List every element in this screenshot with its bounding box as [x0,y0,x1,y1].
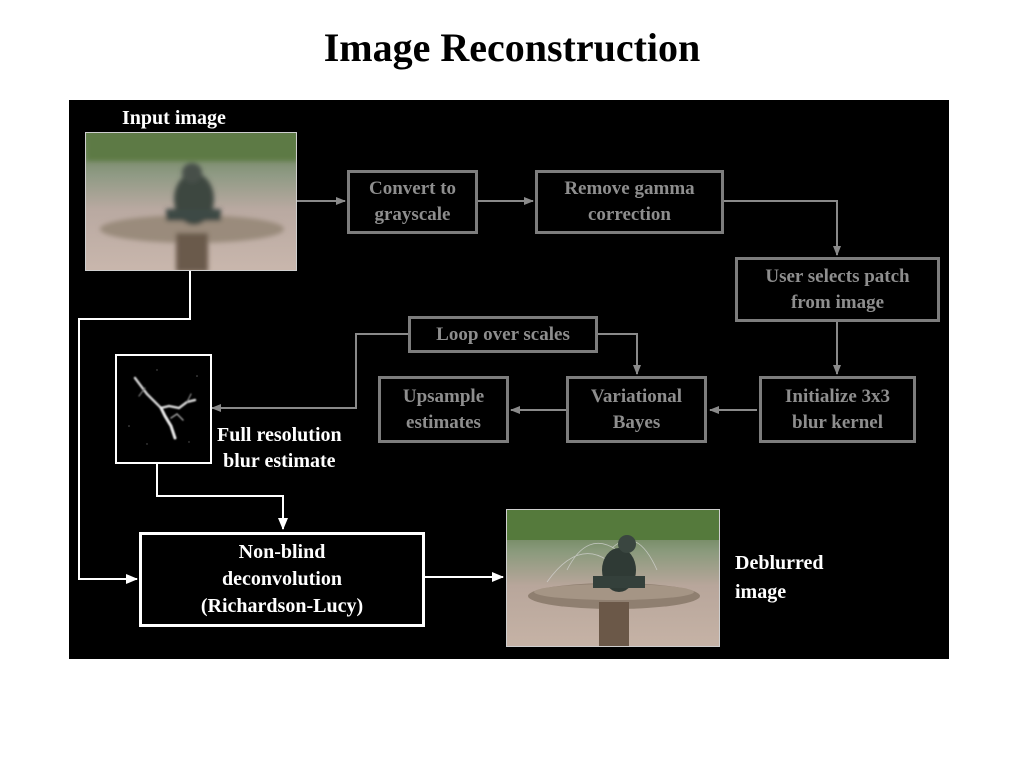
step-initialize-kernel: Initialize 3x3 blur kernel [759,376,916,443]
slide-title: Image Reconstruction [323,25,701,70]
arrow-input-to-deconv [78,271,191,584]
step-select-patch: User selects patch from image [735,257,940,322]
diagram-panel: Input image Convert [69,100,949,659]
arrow-gamma-to-patch [724,200,841,256]
step-convert-grayscale: Convert to grayscale [347,170,478,234]
deblurred-fountain-photo [507,510,719,646]
input-fountain-photo [86,133,296,270]
arrow-loop-to-kernel [211,333,408,412]
step-nonblind-deconvolution: Non-blind deconvolution (Richardson-Lucy… [139,532,425,627]
step-remove-gamma: Remove gamma correction [535,170,724,234]
input-image [85,132,297,271]
blur-estimate-label: Full resolution blur estimate [217,424,342,472]
arrow-kernel-to-deconv [156,464,288,530]
step-upsample-estimates: Upsample estimates [378,376,509,443]
arrow-loop-to-variational [598,333,641,375]
deblurred-image [506,509,720,647]
step-loop-over-scales: Loop over scales [408,316,598,353]
blur-kernel-estimate [115,354,212,464]
connector-layer [78,197,841,584]
deblurred-image-label: Deblurred image [735,552,824,603]
input-image-label: Input image [122,107,226,129]
blur-kernel-image [128,369,198,445]
step-variational-bayes: Variational Bayes [566,376,707,443]
